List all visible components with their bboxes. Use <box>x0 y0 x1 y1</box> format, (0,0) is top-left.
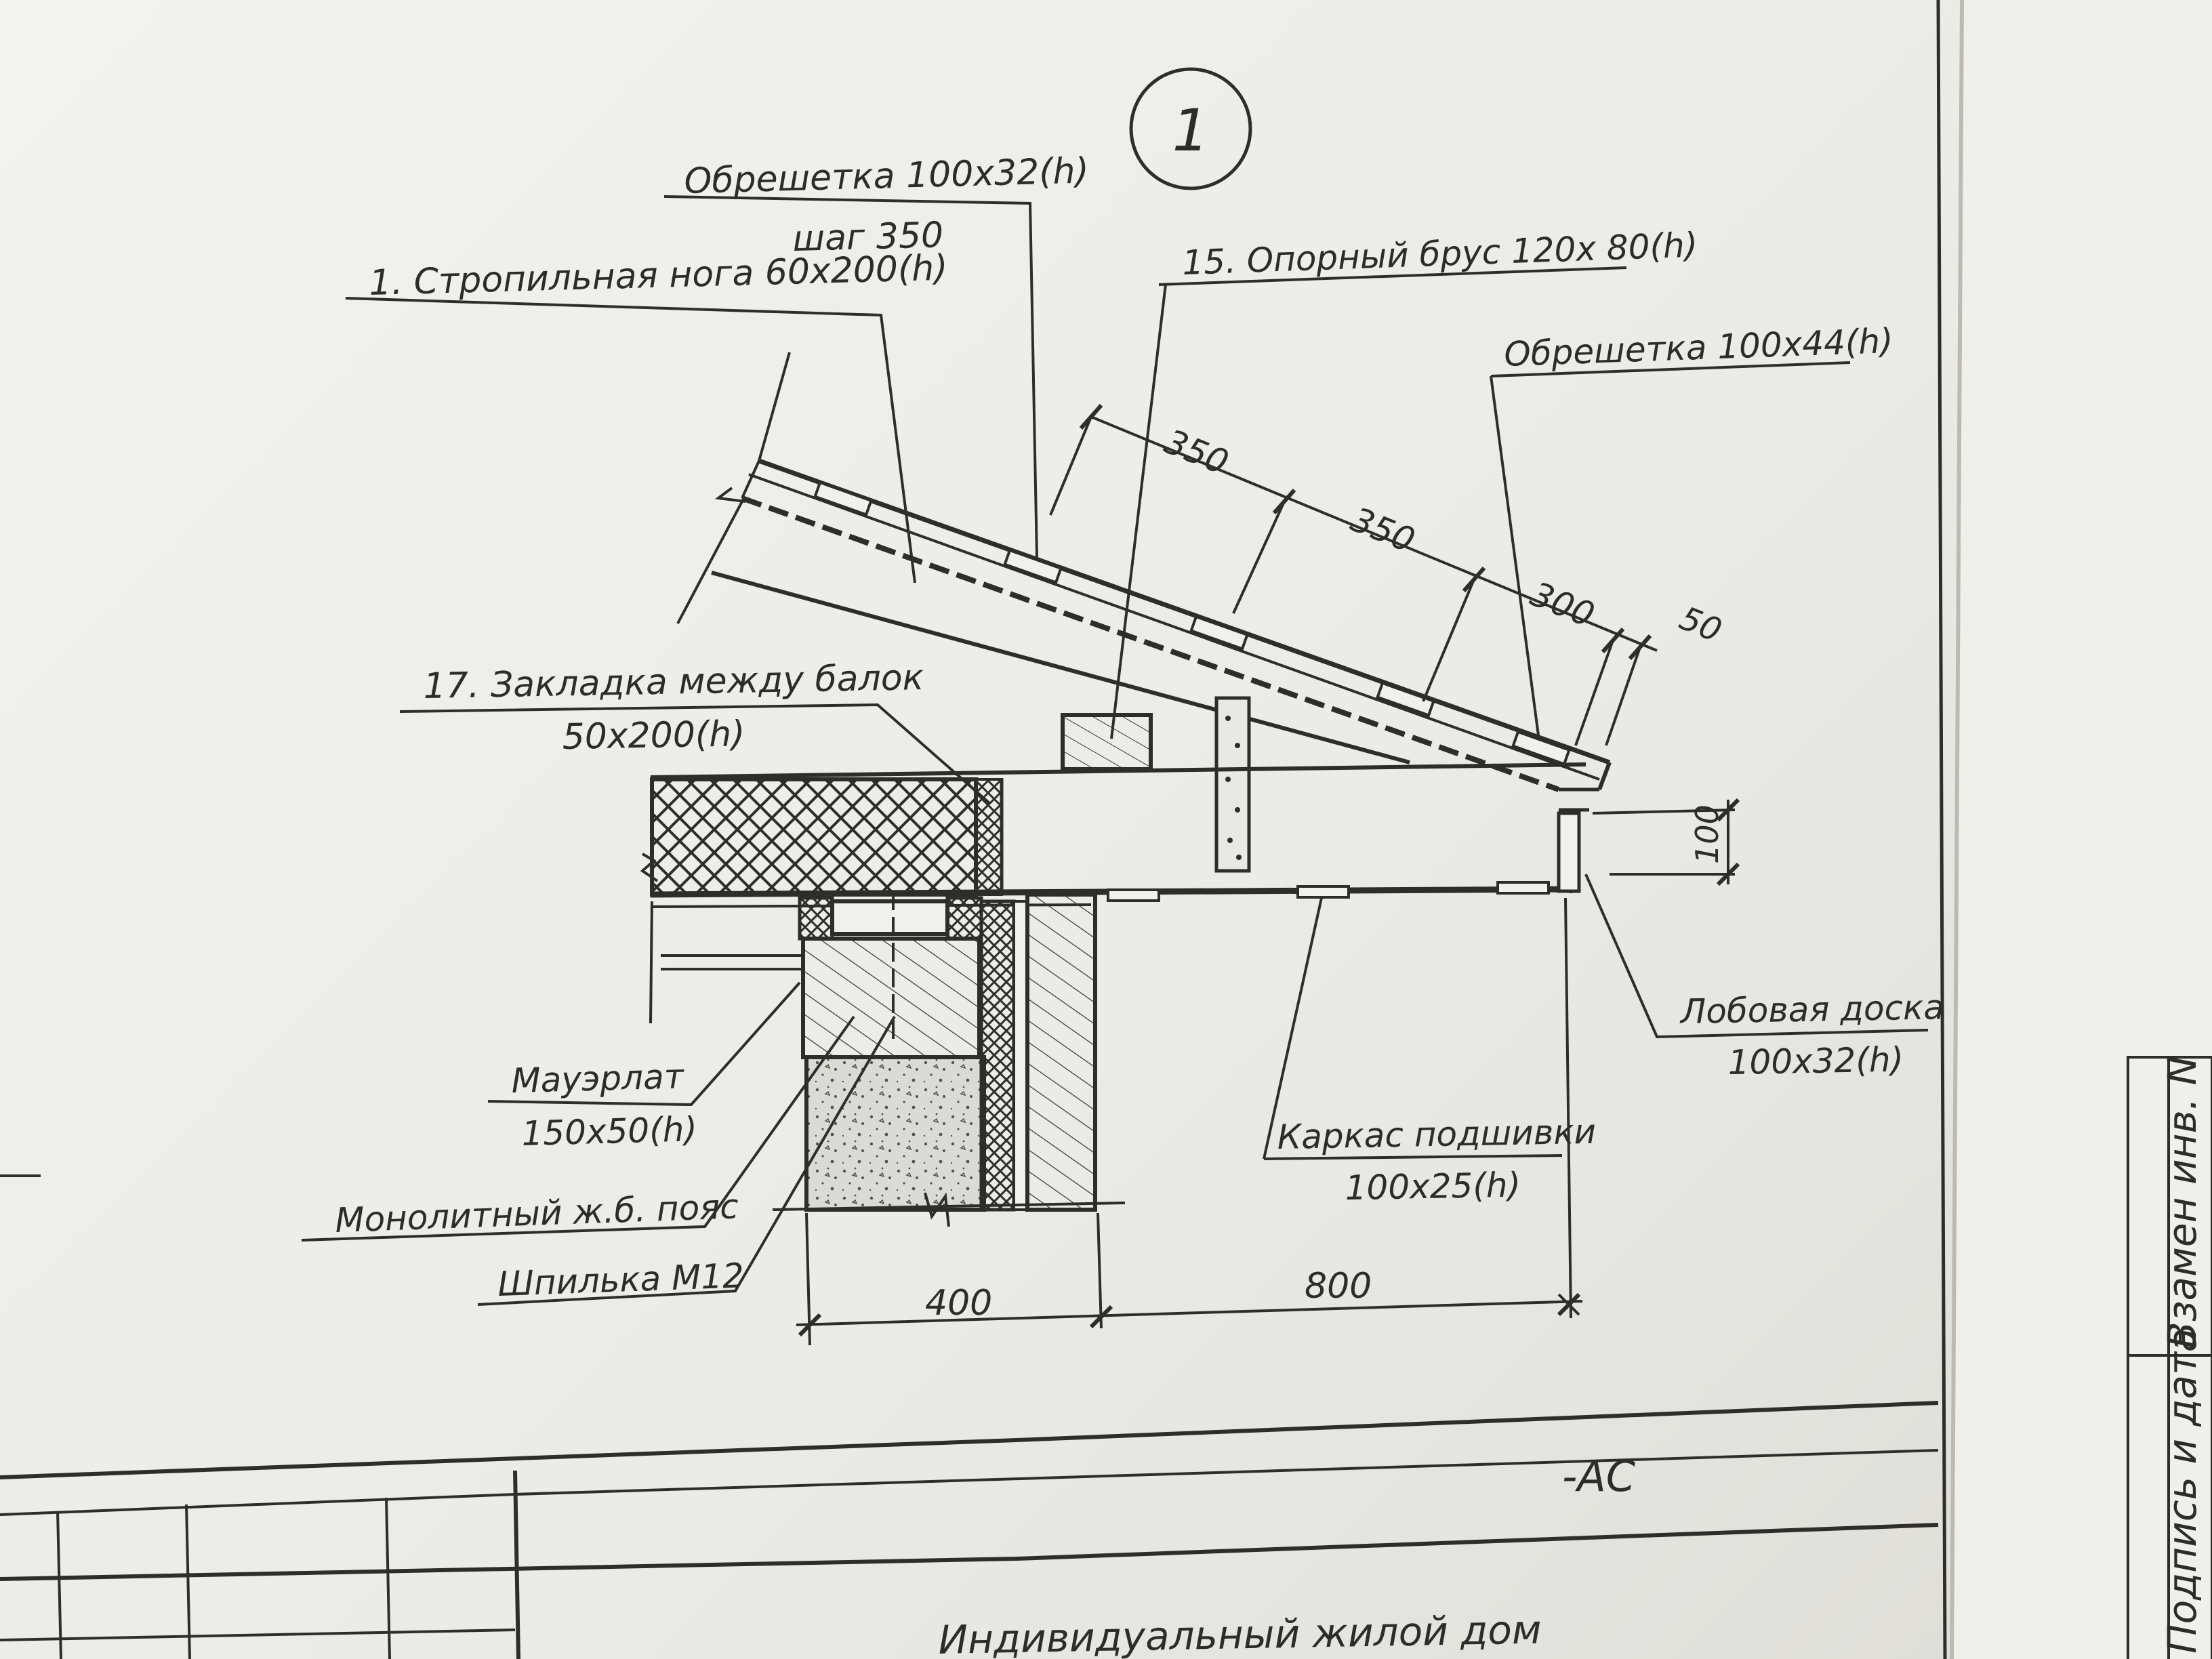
label-stropilnaya: 1. Стропильная нога 60х200(h) <box>369 248 948 304</box>
label-karkas-size: 100х25(h) <box>1345 1165 1521 1208</box>
insulation-block <box>650 777 978 897</box>
wall-section <box>772 891 1126 1227</box>
roof-slope <box>676 352 1612 792</box>
label-poyas: Монолитный ж.б. пояс <box>334 1187 739 1240</box>
soffit-boards <box>1107 881 1550 902</box>
dim-300: 300 <box>1525 574 1600 635</box>
label-mauerlat-size: 150х50(h) <box>521 1109 698 1153</box>
title-code: -АС <box>1562 1452 1636 1501</box>
metal-plate <box>1214 696 1251 873</box>
side-stamp <box>2127 1056 2212 1659</box>
label-karkas: Каркас подшивки <box>1277 1112 1596 1157</box>
sheet-border <box>1936 0 1947 1659</box>
dim-800: 800 <box>1305 1266 1372 1307</box>
dim-350-a: 350 <box>1160 422 1234 483</box>
fascia-board <box>1557 808 1589 893</box>
dimension-lines <box>796 404 1740 1346</box>
label-zakladka-size: 50х200(h) <box>562 714 745 758</box>
support-beam <box>1061 713 1153 771</box>
label-shpilka: Шпилька М12 <box>497 1256 744 1304</box>
leader-lines <box>301 195 1929 1306</box>
dim-100: 100 <box>1689 804 1725 864</box>
detail-marker: 1 <box>1129 67 1252 190</box>
title-project: Индивидуальный жилой дом <box>938 1606 1542 1659</box>
dim-400: 400 <box>925 1283 992 1324</box>
dim-50: 50 <box>1675 599 1727 650</box>
battens <box>813 480 1571 766</box>
label-lobovaya: Лобовая доска <box>1679 987 1944 1031</box>
label-obreshetka-44: Обрешетка 100х44(h) <box>1503 321 1893 374</box>
label-obreshetka-32: Обрешетка 100х32(h) <box>684 150 1090 202</box>
label-zakladka: 17. Закладка между балок <box>423 657 924 707</box>
side-sheet <box>1952 0 2212 1659</box>
detail-number: 1 <box>1172 97 1210 165</box>
title-block <box>0 1401 1939 1659</box>
label-mauerlat: Мауэрлат <box>511 1057 686 1101</box>
vzamen-label: Взамен инв. N <box>2159 1056 2205 1349</box>
label-lobovaya-size: 100х32(h) <box>1727 1040 1904 1082</box>
dim-350-b: 350 <box>1346 499 1420 560</box>
podpis-label: Подпись и дата <box>2159 1328 2205 1654</box>
label-shag: шаг 350 <box>792 215 944 260</box>
filler-block <box>975 778 1003 896</box>
